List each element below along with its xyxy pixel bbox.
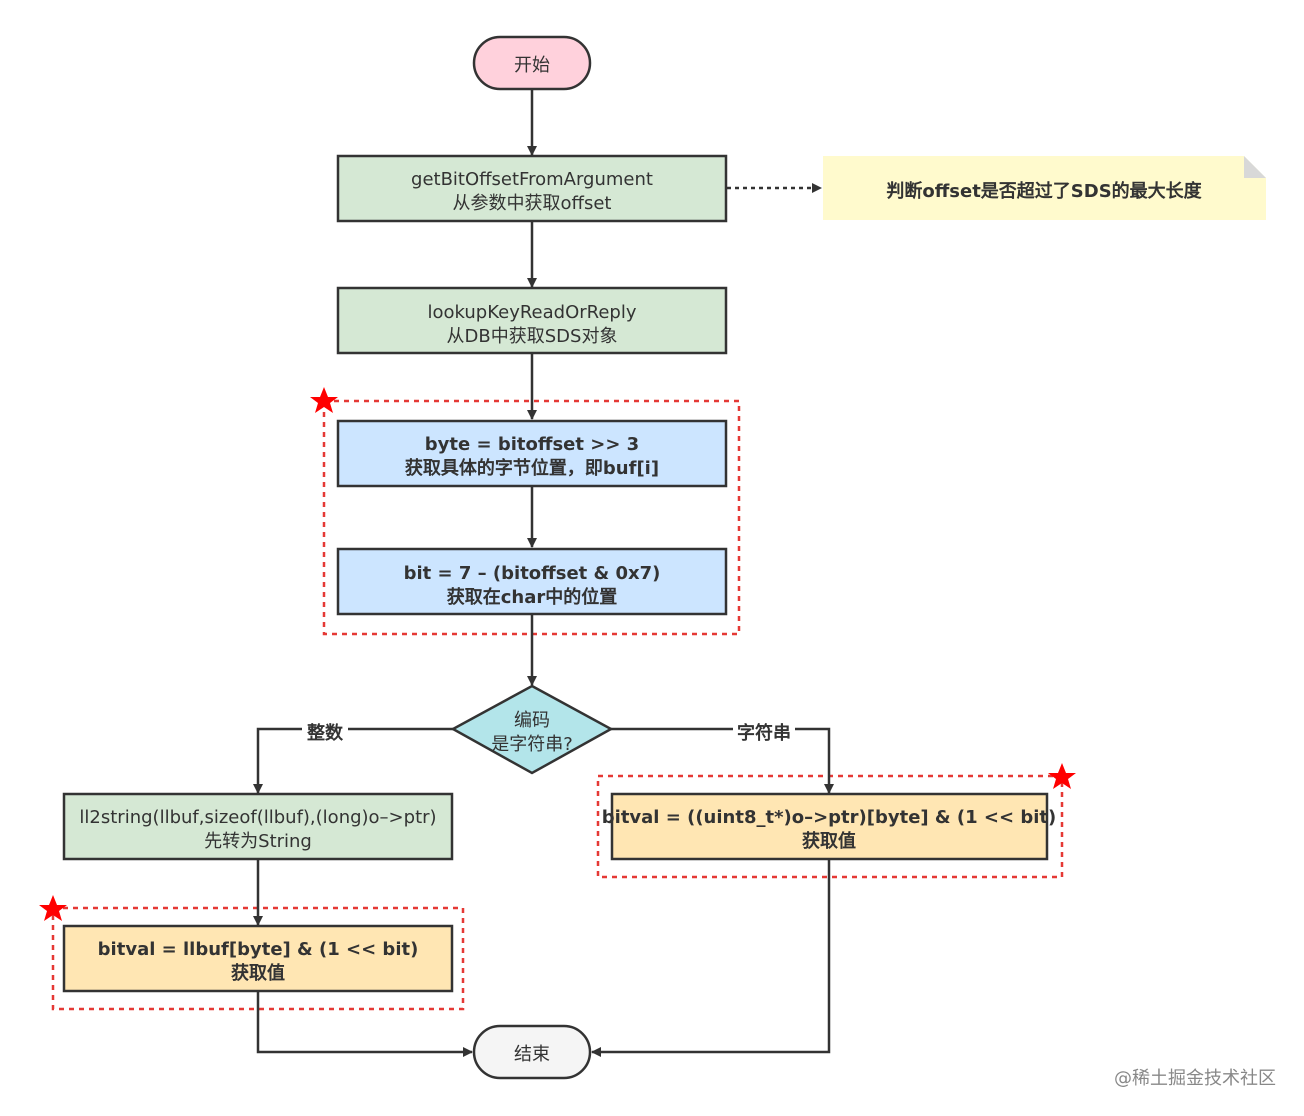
star-icon xyxy=(39,895,67,921)
watermark: @稀土掘金技术社区 xyxy=(1114,1068,1276,1089)
edge-decision-to-bitval-string xyxy=(611,727,834,794)
decision-line2: 是字符串? xyxy=(491,734,573,755)
bitval-string-line2: 获取值 xyxy=(802,830,856,852)
lookup-node xyxy=(336,286,728,355)
byte-calc-line1: byte = bitoffset >> 3 xyxy=(425,434,639,455)
bitval-int-line2: 获取值 xyxy=(231,962,285,984)
get-offset-line2: 从参数中获取offset xyxy=(453,193,612,214)
get-offset-line1: getBitOffsetFromArgument xyxy=(411,169,653,190)
bit-calc-line1: bit = 7 – (bitoffset & 0x7) xyxy=(404,563,661,584)
bitval-string-line1: bitval = ((uint8_t*)o–>ptr)[byte] & (1 <… xyxy=(602,807,1056,828)
bit-calc-node xyxy=(336,547,728,616)
edge-decision-to-ll2string xyxy=(253,727,453,794)
start-node xyxy=(472,35,592,91)
note-node xyxy=(823,156,1266,220)
edge-label-integer: 整数 xyxy=(306,722,344,744)
bitval-string-node xyxy=(610,792,1049,861)
highlight-group-offset-calc xyxy=(322,399,741,636)
lookup-line1: lookupKeyReadOrReply xyxy=(427,302,636,323)
star-icon xyxy=(1048,763,1076,789)
byte-calc-line2: 获取具体的字节位置，即buf[i] xyxy=(405,457,659,479)
bit-calc-line2: 获取在char中的位置 xyxy=(447,586,618,608)
edge-label-string: 字符串 xyxy=(737,722,791,744)
ll2string-line1: ll2string(llbuf,sizeof(llbuf),(long)o–>p… xyxy=(79,807,436,828)
end-node xyxy=(472,1024,592,1080)
edges xyxy=(253,90,834,1057)
bitval-int-node xyxy=(62,924,454,993)
note-fold-icon xyxy=(1244,156,1266,178)
note-text: 判断offset是否超过了SDS的最大长度 xyxy=(886,180,1202,202)
ll2string-line2: 先转为String xyxy=(204,831,312,852)
decision-line1: 编码 xyxy=(514,710,550,731)
byte-calc-node xyxy=(336,419,728,488)
ll2string-node xyxy=(62,792,454,861)
end-label: 结束 xyxy=(514,1044,550,1065)
bitval-int-line1: bitval = llbuf[byte] & (1 << bit) xyxy=(98,939,419,960)
star-icon xyxy=(310,387,338,413)
lookup-line2: 从DB中获取SDS对象 xyxy=(447,326,618,347)
get-offset-node xyxy=(336,154,728,223)
start-label: 开始 xyxy=(514,55,550,76)
edge-bitval-string-to-end xyxy=(591,860,831,1057)
edge-bitval-int-to-end xyxy=(256,992,473,1057)
decision-node xyxy=(450,684,614,775)
